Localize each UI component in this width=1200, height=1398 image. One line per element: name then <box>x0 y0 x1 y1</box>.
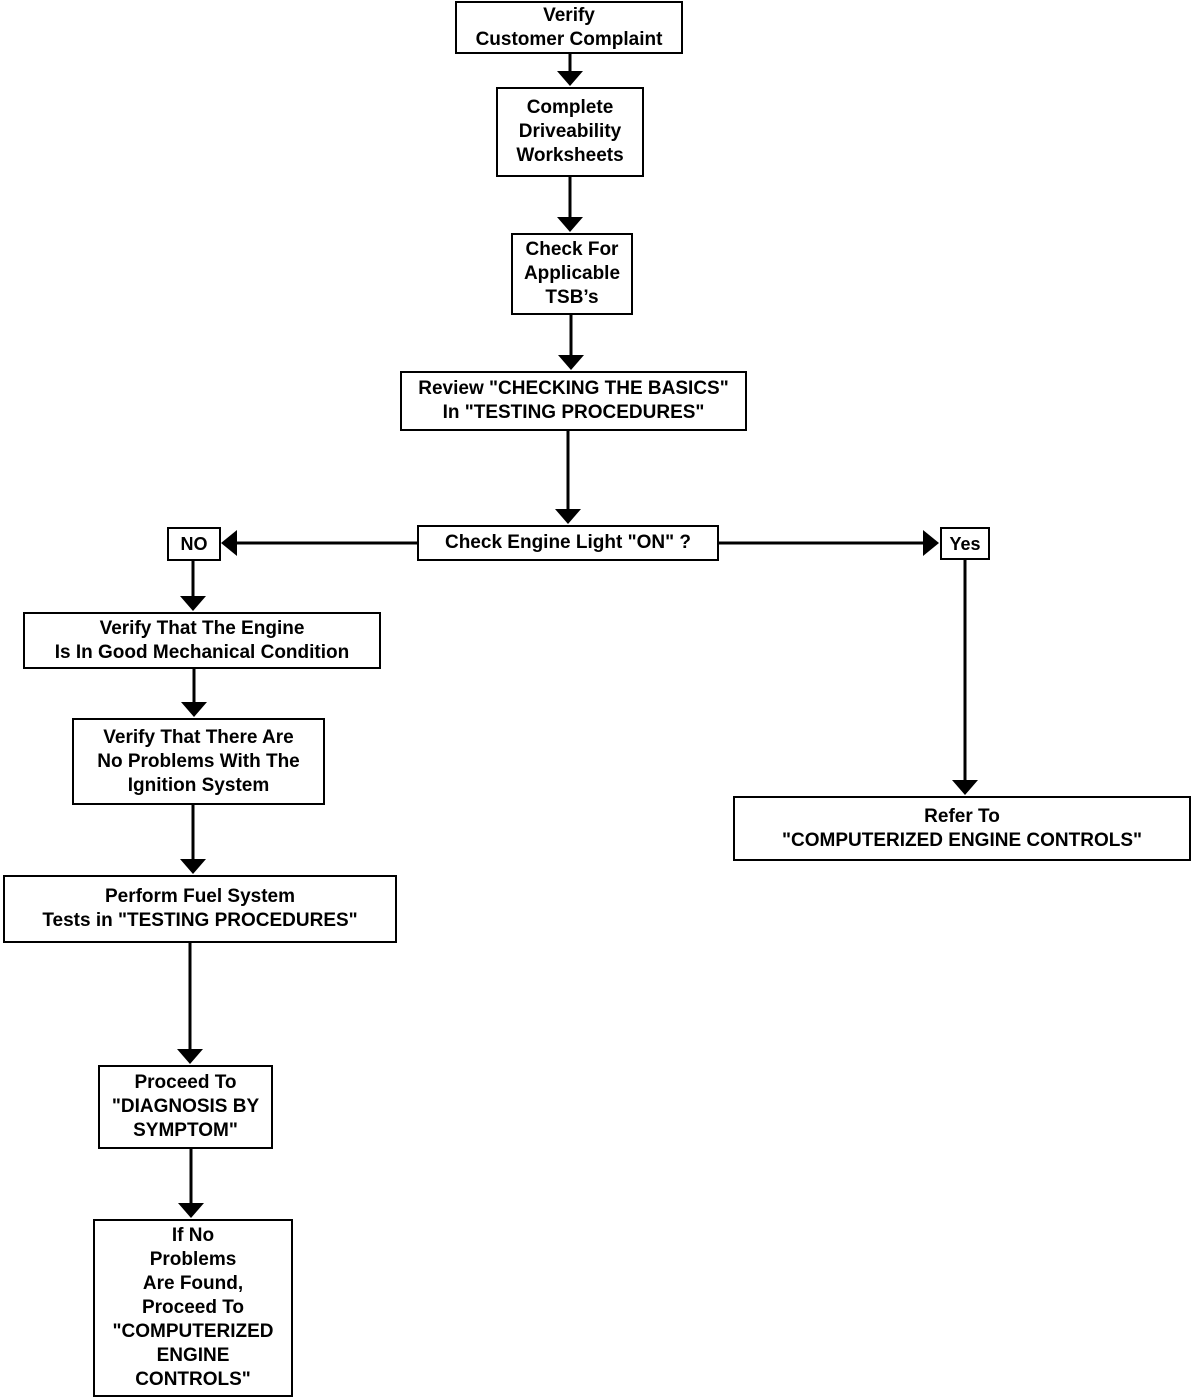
box-text: No Problems With The <box>97 750 300 772</box>
check-engine-light-decision: Check Engine Light "ON" ? <box>417 525 719 561</box>
box-text: TSB’s <box>545 287 599 308</box>
box-text: Tests in "TESTING PROCEDURES" <box>42 910 358 931</box>
box-text: SYMPTOM" <box>133 1120 238 1141</box>
box-text: "COMPUTERIZED ENGINE CONTROLS" <box>781 829 1143 851</box>
arrowhead-worksheets <box>557 71 583 86</box>
box-text: Refer To <box>924 805 1000 827</box>
verify-customer-complaint-box: Verify Customer Complaint <box>455 1 683 54</box>
box-text: ENGINE <box>156 1345 230 1366</box>
yes-branch-label: Yes <box>940 527 990 560</box>
box-text: Complete <box>526 97 614 118</box>
arrowhead-check <box>555 509 581 524</box>
box-text: Problems <box>149 1249 237 1270</box>
arrowhead-refer <box>952 780 978 795</box>
box-text: Proceed To <box>134 1072 237 1093</box>
box-text: Driveability <box>518 121 622 142</box>
box-text: CONTROLS" <box>135 1369 251 1390</box>
arrowhead-review <box>558 355 584 370</box>
arrowhead-tsb <box>557 217 583 232</box>
checking-basics-box: Review "CHECKING THE BASICS" In "TESTING… <box>400 371 747 431</box>
box-text: NO <box>180 534 208 554</box>
box-text: Yes <box>949 533 981 554</box>
arrowhead-ignition <box>181 702 207 717</box>
box-text: Verify That There Are <box>103 726 294 748</box>
box-text: Are Found, <box>142 1273 244 1294</box>
no-problems-found-box: If No Problems Are Found, Proceed To "CO… <box>93 1219 293 1397</box>
box-text: "DIAGNOSIS BY <box>111 1096 260 1117</box>
box-text: Customer Complaint <box>475 28 663 50</box>
box-text: Check Engine Light "ON" ? <box>444 532 692 553</box>
box-text: If No <box>171 1225 215 1246</box>
box-text: Review "CHECKING THE BASICS" <box>418 378 729 399</box>
fuel-system-tests-box: Perform Fuel System Tests in "TESTING PR… <box>3 875 397 943</box>
arrowhead-yes <box>923 530 939 556</box>
box-text: Check For <box>525 239 619 260</box>
computerized-engine-controls-box: Refer To "COMPUTERIZED ENGINE CONTROLS" <box>733 796 1191 861</box>
ignition-system-box: Verify That There Are No Problems With T… <box>72 718 325 805</box>
arrowhead-mechanical <box>180 596 206 611</box>
box-text: Proceed To <box>141 1297 245 1318</box>
applicable-tsb-box: Check For Applicable TSB’s <box>511 233 633 315</box>
box-text: Is In Good Mechanical Condition <box>54 641 350 663</box>
box-text: Ignition System <box>127 774 270 796</box>
box-text: Applicable <box>523 263 621 284</box>
diagnosis-by-symptom-box: Proceed To "DIAGNOSIS BY SYMPTOM" <box>98 1065 273 1149</box>
arrowhead-no <box>221 530 237 556</box>
arrowhead-symptom <box>177 1049 203 1064</box>
box-text: Worksheets <box>516 145 624 166</box>
box-text: In "TESTING PROCEDURES" <box>442 402 705 423</box>
box-text: Perform Fuel System <box>104 886 296 907</box>
mechanical-condition-box: Verify That The Engine Is In Good Mechan… <box>23 612 381 669</box>
no-branch-label: NO <box>167 527 221 561</box>
arrowhead-noproblems <box>178 1203 204 1218</box>
box-text: "COMPUTERIZED <box>112 1321 274 1342</box>
box-text: Verify <box>543 4 595 26</box>
box-text: Verify That The Engine <box>99 617 305 639</box>
driveability-worksheets-box: Complete Driveability Worksheets <box>496 87 644 177</box>
arrowhead-fuel <box>180 859 206 874</box>
